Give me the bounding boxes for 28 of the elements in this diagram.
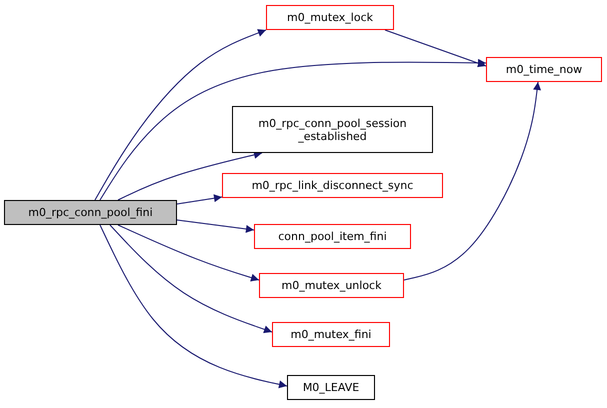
call-arrow bbox=[118, 150, 262, 200]
call-arrow bbox=[110, 224, 272, 334]
function-name: M0_LEAVE bbox=[302, 381, 360, 394]
function-name: m0_time_now bbox=[504, 63, 584, 76]
call-arrow bbox=[100, 58, 486, 200]
function-box bbox=[254, 224, 411, 249]
function-name: m0_mutex_lock bbox=[286, 11, 374, 24]
call-arrow bbox=[118, 224, 260, 282]
function-name: m0_rpc_link_disconnect_sync bbox=[250, 179, 414, 192]
function-box bbox=[272, 322, 390, 347]
function-box bbox=[232, 106, 433, 153]
call-arrow bbox=[176, 194, 222, 204]
function-name: m0_rpc_conn_pool_fini bbox=[27, 206, 154, 219]
call-arrow bbox=[384, 30, 486, 68]
function-box bbox=[287, 375, 375, 400]
function-name: m0_mutex_unlock bbox=[280, 279, 382, 292]
call-arrow bbox=[94, 29, 266, 200]
call-arrow bbox=[176, 220, 254, 233]
function-name: m0_mutex_fini bbox=[290, 328, 372, 341]
function-name: m0_rpc_conn_pool_session _established bbox=[257, 116, 408, 142]
call-arrow bbox=[404, 82, 542, 280]
function-box bbox=[259, 273, 404, 298]
function-box bbox=[222, 173, 443, 198]
function-name: conn_pool_item_fini bbox=[277, 230, 388, 243]
function-box bbox=[486, 57, 602, 82]
function-box bbox=[4, 200, 177, 225]
call-arrow bbox=[100, 224, 288, 388]
function-box bbox=[266, 5, 394, 30]
